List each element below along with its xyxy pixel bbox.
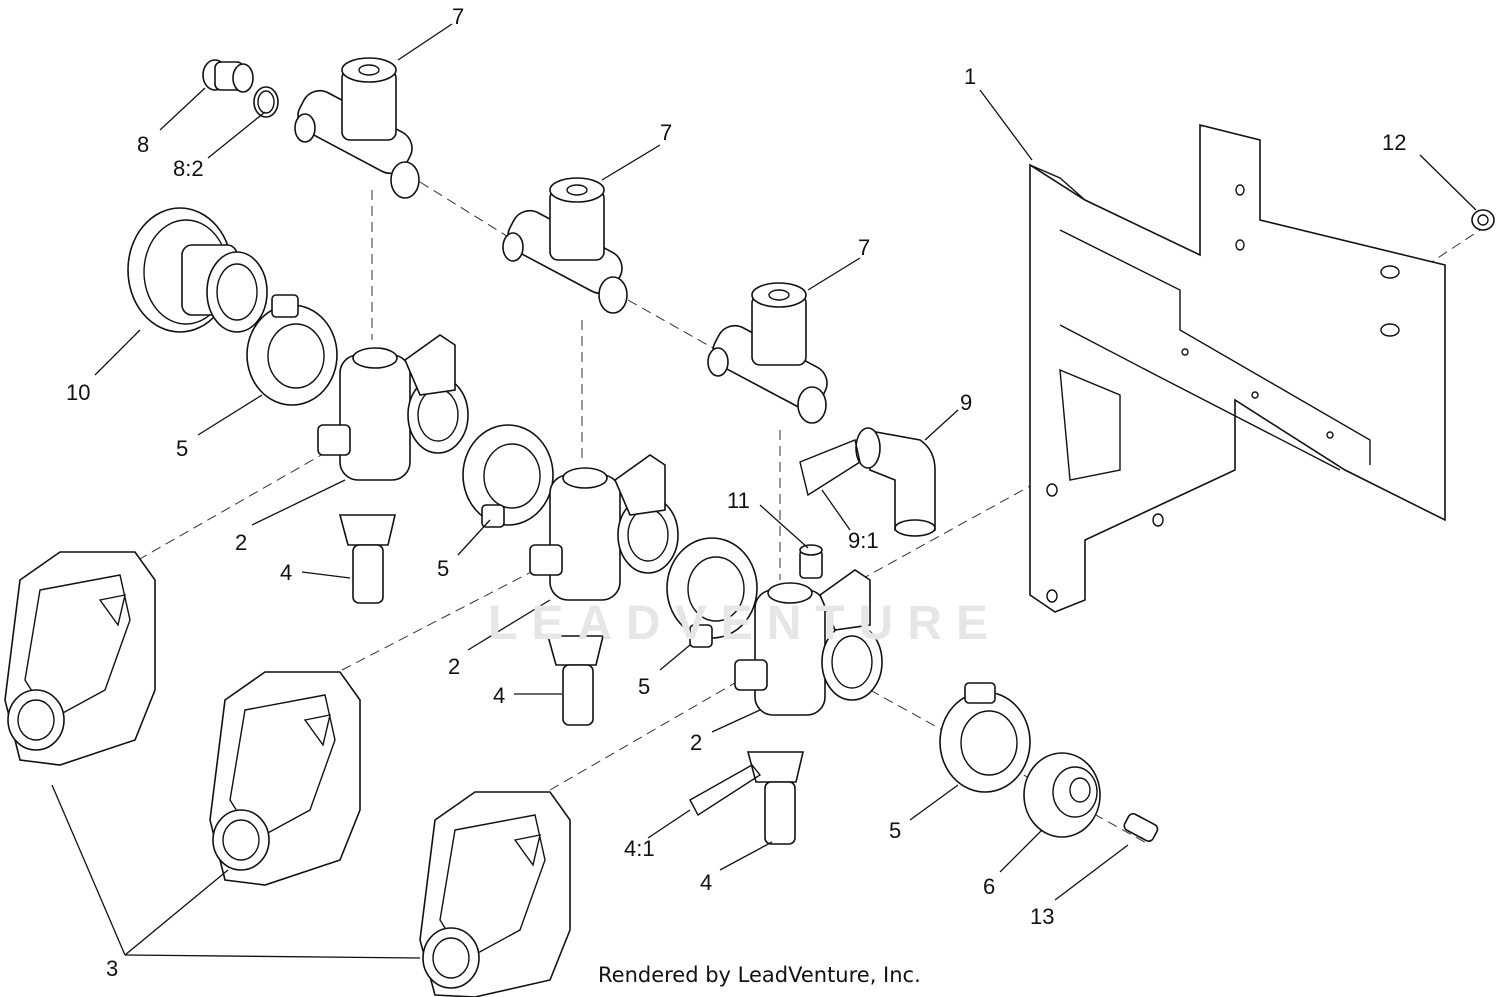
callout-8-2: 8:2 (173, 156, 204, 181)
valve-body-part-2b (529, 454, 679, 601)
callout-7a: 7 (452, 4, 465, 29)
callout-9-1: 9:1 (848, 528, 879, 553)
callout-1: 1 (964, 64, 977, 89)
o-ring-part-8-2 (253, 86, 279, 118)
actuator-part-3a (4, 551, 156, 766)
callout-4b: 4 (493, 683, 506, 708)
fitting-part-13 (1123, 812, 1159, 842)
leader-lines (51, 23, 1477, 959)
valve-head-part-7a (294, 57, 420, 199)
valve-head-part-7c (707, 282, 828, 424)
watermark: LEADVENTURE (488, 597, 1003, 650)
callout-4c: 4 (700, 870, 713, 895)
flange-adapter-part-10 (127, 207, 268, 333)
render-credit: Rendered by LeadVenture, Inc. (598, 963, 921, 987)
nut-part-12 (1471, 209, 1495, 231)
callout-2a: 2 (235, 530, 248, 555)
callout-11: 11 (727, 488, 750, 513)
callout-4-1: 4:1 (624, 836, 655, 861)
valve-body-part-2c (734, 569, 883, 716)
callout-2b: 2 (448, 654, 461, 679)
retaining-clip-part-9-1 (799, 439, 861, 497)
hose-barb-part-4b (546, 635, 605, 726)
hose-barb-part-4a (338, 514, 397, 604)
callout-10: 10 (66, 380, 91, 405)
hose-barb-part-4c (746, 751, 805, 845)
callout-9: 9 (960, 390, 973, 415)
callout-6: 6 (983, 874, 996, 899)
callout-2c: 2 (690, 730, 703, 755)
actuator-part-3c (419, 791, 571, 997)
actuator-part-3b (209, 671, 361, 886)
callout-5a: 5 (176, 436, 189, 461)
callout-7b: 7 (660, 120, 673, 145)
callout-5d: 5 (889, 818, 902, 843)
clamp-part-5a (246, 294, 338, 406)
retaining-clip-part-4-1 (689, 764, 762, 817)
clamp-part-5d (939, 682, 1031, 793)
callout-13: 13 (1030, 904, 1055, 929)
clamp-part-5c (666, 537, 758, 648)
callout-4a: 4 (280, 560, 293, 585)
callout-5c: 5 (638, 674, 651, 699)
callout-12: 12 (1382, 130, 1407, 155)
elbow-fitting-part-9 (855, 427, 936, 537)
plug-part-8 (202, 59, 254, 93)
callout-3: 3 (106, 956, 119, 981)
mounting-bracket-part-1 (1029, 123, 1446, 613)
callout-5b: 5 (437, 556, 450, 581)
valve-head-part-7b (502, 177, 628, 314)
clamp-part-5b (462, 424, 554, 528)
callout-7c: 7 (858, 235, 871, 260)
valve-body-part-2a (317, 334, 469, 481)
bolt-part-11 (799, 544, 823, 579)
end-cap-part-6 (1023, 752, 1101, 838)
callout-8: 8 (137, 132, 150, 157)
